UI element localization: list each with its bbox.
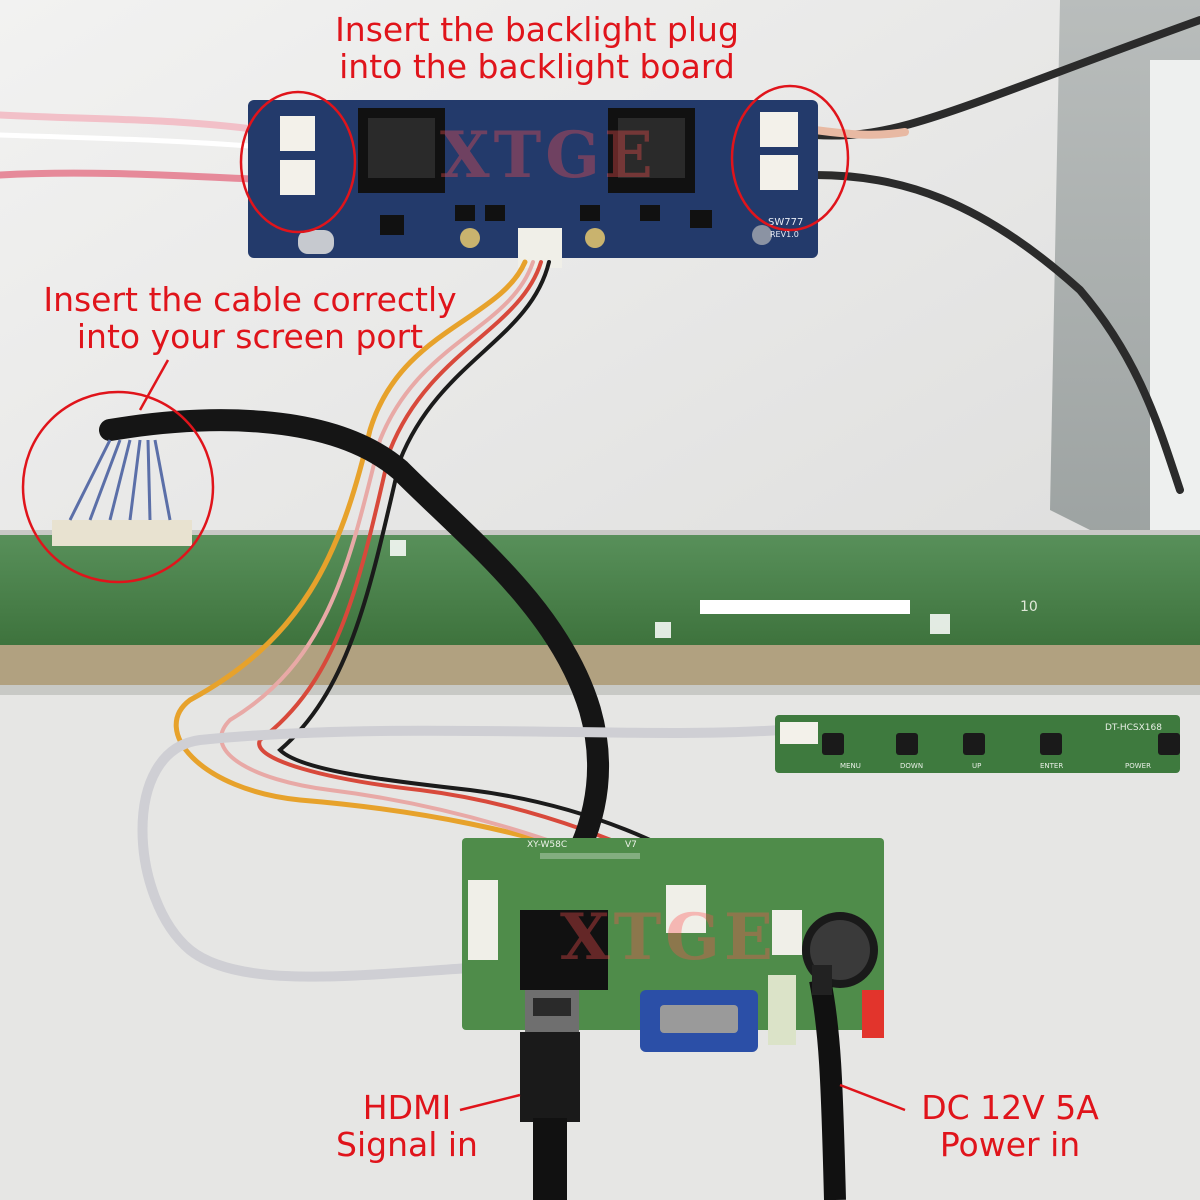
key-down[interactable]	[896, 733, 918, 755]
lvds-cable	[99, 409, 610, 896]
annotation-cable-line2: into your screen port	[76, 316, 424, 356]
key-enter[interactable]	[1040, 733, 1062, 755]
circle-backlight-left	[239, 90, 357, 234]
vga-port	[640, 990, 758, 1052]
panel-label-sticker	[1150, 60, 1200, 530]
lamp-wires-left	[0, 111, 279, 184]
key-menu[interactable]	[822, 733, 844, 755]
lamp-connector-3	[760, 112, 798, 147]
annotation-leader-lines	[138, 359, 906, 1112]
lvds-connector	[52, 439, 192, 546]
hdmi-plug-cable	[520, 1032, 580, 1200]
power-switch-connector	[862, 990, 884, 1038]
annotation-cable: Insert the cable correctly into your scr…	[10, 280, 490, 356]
key-label-menu: MENU	[840, 762, 861, 770]
key-power[interactable]	[1158, 733, 1180, 755]
keypad-board: DT-HCSX168 MENU DOWN UP ENTER POWER	[775, 715, 1180, 773]
keypad-ribbon-cable	[137, 725, 785, 982]
barcode-sticker	[700, 600, 910, 614]
annotation-backlight: Insert the backlight plug into the backl…	[252, 10, 822, 86]
key-label-up: UP	[972, 762, 981, 770]
watermark-bottom: XTGE	[560, 900, 777, 975]
annotation-cable-line1: Insert the cable correctly	[43, 280, 457, 319]
key-label-down: DOWN	[900, 762, 923, 770]
annotation-dc-line2: Power in	[939, 1124, 1081, 1164]
lamp-connector-1	[280, 116, 315, 151]
key-label-power: POWER	[1125, 762, 1151, 770]
controller-board: XY-W58C V7	[462, 838, 884, 1052]
annotation-hdmi-line1: HDMI	[362, 1088, 452, 1127]
annotation-backlight-line2: into the backlight board	[339, 46, 735, 86]
key-up[interactable]	[963, 733, 985, 755]
backlight-inverter-board: SW777 REV1.0	[248, 100, 818, 268]
lamp-connector-2	[280, 160, 315, 195]
leader-dc	[839, 1083, 906, 1112]
lamp-connector-4	[760, 155, 798, 190]
annotation-dc-line1: DC 12V 5A	[921, 1088, 1099, 1127]
lamp-wires-right	[811, 16, 1200, 494]
annotation-circles	[21, 84, 850, 584]
leader-cable	[138, 359, 170, 411]
hdmi-port	[525, 990, 579, 1032]
watermark-top: XTGE	[440, 118, 657, 193]
keypad-model-label: DT-HCSX168	[1105, 723, 1162, 733]
dc-power-cable	[809, 965, 846, 1200]
panel-mark: 10	[1020, 599, 1038, 615]
circle-lvds-connector	[21, 390, 215, 584]
annotation-hdmi: HDMI Signal in	[302, 1088, 512, 1164]
tcon-board: 10	[0, 530, 1200, 695]
inverter-model-label: SW777	[768, 217, 803, 228]
circle-backlight-right	[730, 84, 850, 232]
dc-jack	[768, 975, 796, 1045]
annotation-backlight-line1: Insert the backlight plug	[335, 10, 739, 49]
leader-hdmi	[459, 1093, 521, 1112]
inverter-rev-label: REV1.0	[770, 230, 799, 239]
controller-version-label: V7	[625, 840, 637, 850]
annotation-hdmi-line2: Signal in	[336, 1124, 478, 1164]
controller-model-label: XY-W58C	[527, 840, 567, 850]
annotation-dc: DC 12V 5A Power in	[890, 1088, 1130, 1164]
key-label-enter: ENTER	[1040, 762, 1063, 770]
main-chip	[520, 910, 608, 990]
